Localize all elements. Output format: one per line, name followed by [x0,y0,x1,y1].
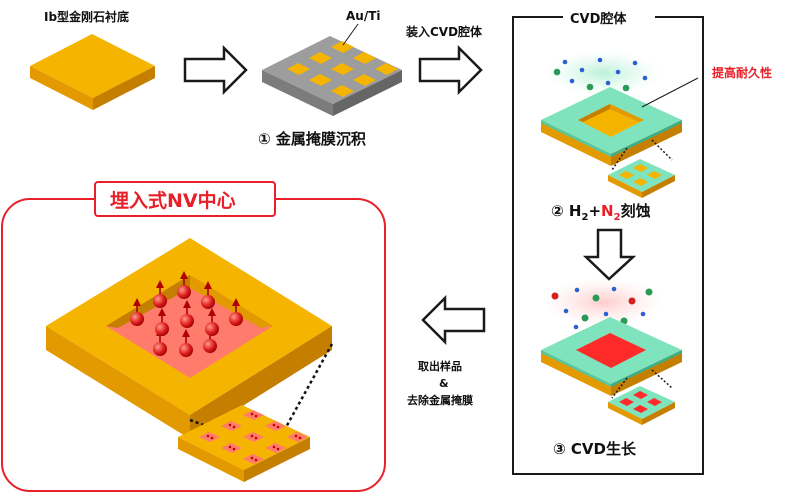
remove-step-line2: & [439,377,449,390]
durability-label: 提高耐久性 [712,65,772,80]
result-title-box [94,181,276,217]
remove-step-line1: 取出样品 [418,359,462,373]
etched-zoom-inset [608,139,675,198]
chamber-title-bg [563,9,655,27]
substrate-block [30,34,155,110]
gas-cloud-pink [543,278,663,326]
svg-text:② H2+N2刻蚀: ② H2+N2刻蚀 [551,202,651,223]
arrow-right-icon [183,44,248,96]
result-title: 埋入式NV中心 [110,189,236,212]
nv-array-inset [178,405,310,482]
metal-mask-substrate [262,36,402,116]
arrow-left-icon [421,294,486,346]
arrow-down-icon [582,228,637,281]
durability-leader-line [641,77,699,108]
step3-label: ③ CVD生长 [553,440,637,458]
grown-sample [541,317,682,396]
chamber-title: CVD腔体 [570,11,627,27]
grown-zoom-inset [608,369,675,425]
substrate-label: Ib型金刚石衬底 [44,9,129,24]
metal-leader-line [342,23,359,46]
load-cvd-label: 装入CVD腔体 [405,24,483,39]
metal-label: Au/Ti [346,9,381,23]
arrow-right-icon [418,44,483,96]
step2-label: ② H2+N2刻蚀 [551,202,651,223]
step1-label: ① 金属掩膜沉积 [258,130,366,148]
embedded-nv-sample [46,238,332,439]
etched-sample [541,87,682,166]
remove-step-line3: 去除金属掩膜 [407,393,473,407]
nv-center-spins [130,271,243,357]
gas-cloud-green [545,51,661,95]
